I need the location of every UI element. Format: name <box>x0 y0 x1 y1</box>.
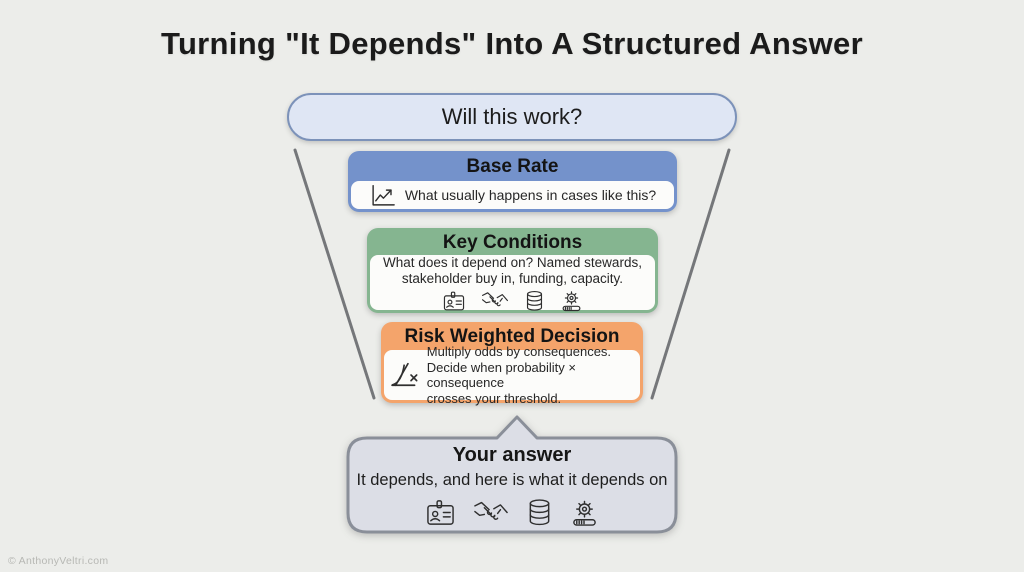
stage-key-conditions: Key Conditions What does it depend on? N… <box>367 228 658 313</box>
id-card-icon <box>442 290 466 312</box>
answer-subtitle: It depends, and here is what it depends … <box>356 471 668 489</box>
stage-risk-text-line2: Decide when probability × consequence <box>426 359 576 391</box>
stage-risk-title: Risk Weighted Decision <box>404 326 620 347</box>
question-pill: Will this work? <box>287 93 737 141</box>
stage-risk-text-line3: crosses your threshold. <box>426 390 562 406</box>
stage-risk-text-line1: Multiply odds by consequences. <box>426 344 612 359</box>
stage-risk-text: Multiply odds by consequences. Decide wh… <box>427 344 635 406</box>
id-card-icon <box>425 498 456 527</box>
answer-icons <box>425 498 599 527</box>
handshake-icon <box>473 500 509 525</box>
stage-risk-body: Multiply odds by consequences. Decide wh… <box>384 344 640 406</box>
handshake-icon <box>481 291 509 310</box>
stage-base-rate-text: What usually happens in cases like this? <box>404 187 657 203</box>
stage-base-rate-title: Base Rate <box>466 156 559 177</box>
answer-box-shape <box>346 415 678 534</box>
gear-capacity-icon <box>560 290 583 312</box>
stage-key-conditions-text-line2: stakeholder buy in, funding, capacity. <box>401 270 624 286</box>
stage-key-conditions-title: Key Conditions <box>442 232 583 253</box>
page-title: Turning "It Depends" Into A Structured A… <box>161 26 863 61</box>
stage-key-conditions-icons <box>442 290 583 312</box>
distribution-multiply-icon <box>390 360 421 390</box>
gear-capacity-icon <box>570 499 599 527</box>
stage-key-conditions-text-line1: What does it depend on? Named stewards, <box>383 254 642 270</box>
answer-content: Your answer It depends, and here is what… <box>345 438 679 536</box>
coins-icon <box>524 290 545 312</box>
coins-icon <box>526 498 553 527</box>
answer-box: Your answer It depends, and here is what… <box>345 412 679 536</box>
stage-risk-weighted-decision: Risk Weighted Decision Multiply odds by … <box>381 322 643 406</box>
stage-base-rate-body: What usually happens in cases like this? <box>351 181 674 209</box>
stage-base-rate: Base Rate What usually happens in cases … <box>348 151 677 212</box>
question-label: Will this work? <box>441 104 583 129</box>
watermark: © AnthonyVeltri.com <box>8 555 109 567</box>
stage-key-conditions-body: What does it depend on? Named stewards, … <box>370 255 655 310</box>
trend-chart-icon <box>369 183 396 208</box>
answer-title: Your answer <box>452 444 572 466</box>
